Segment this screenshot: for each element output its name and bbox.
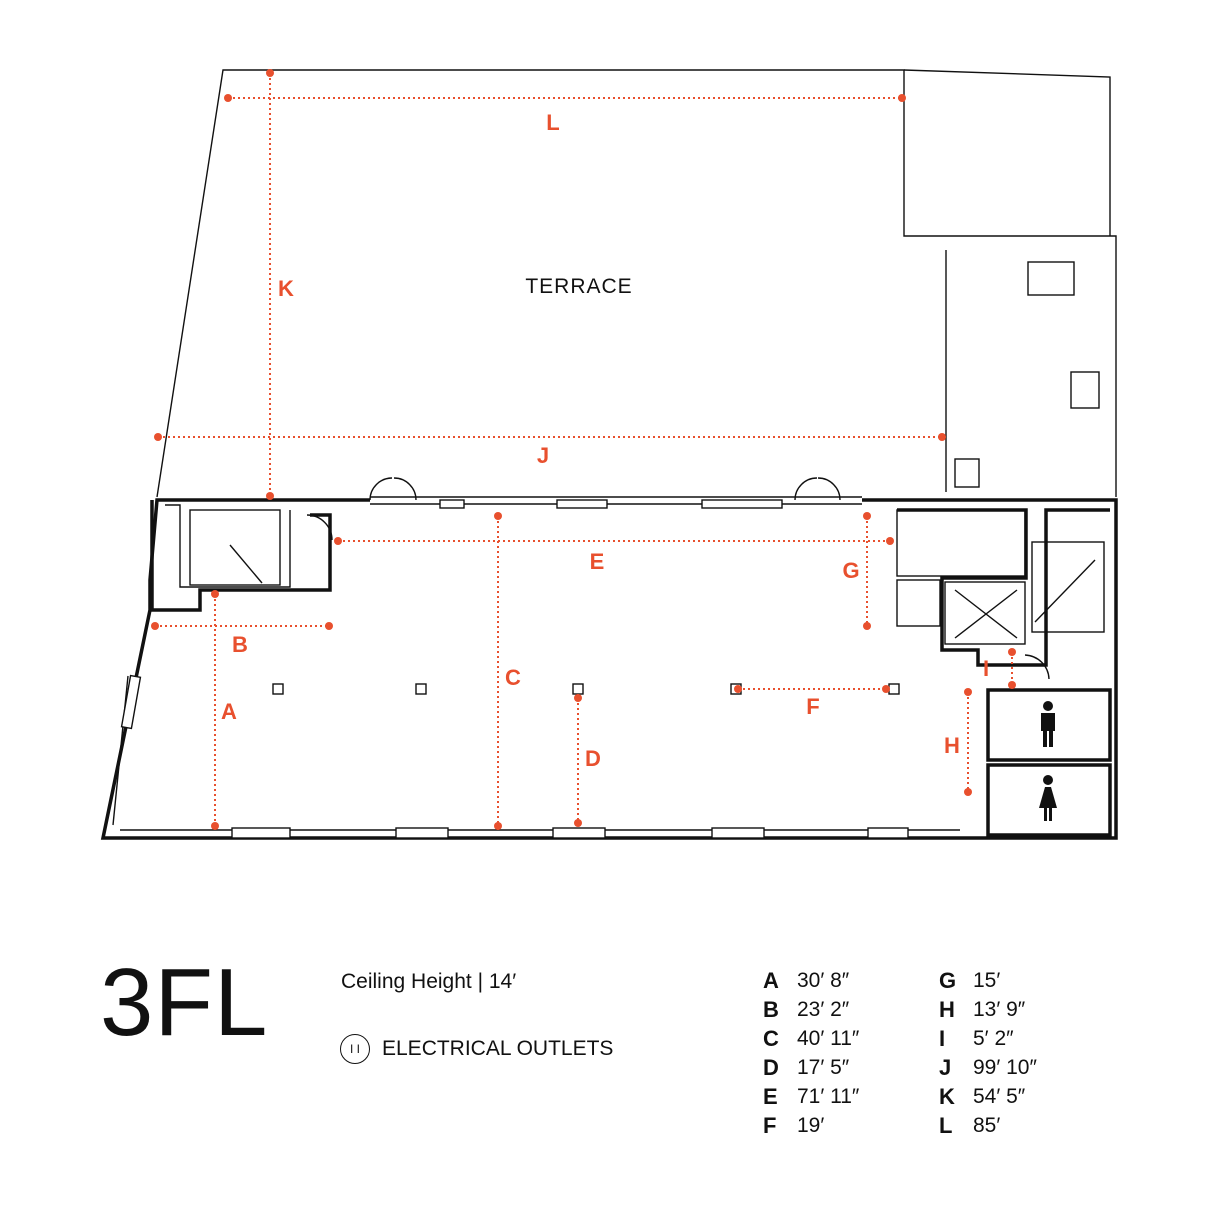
ceiling-height: Ceiling Height | 14′ (341, 970, 517, 993)
dim-label-B: B (232, 632, 248, 657)
door-swing (369, 477, 417, 501)
man-icon (1041, 701, 1055, 747)
door-swing (306, 514, 333, 541)
room-label-terrace: TERRACE (525, 275, 632, 298)
restroom-women (986, 763, 1112, 837)
stair-right (1031, 541, 1105, 633)
outlet-label: ELECTRICAL OUTLETS (382, 1037, 614, 1060)
elevator (944, 581, 1026, 645)
columns (272, 683, 900, 695)
pilasters (231, 499, 909, 839)
dim-label-A: A (221, 699, 237, 724)
dim-label-L: L (546, 110, 559, 135)
room-core (896, 509, 1026, 577)
roof-unit (1070, 371, 1100, 409)
dimension-labels: L K J E G B C A F D H I (221, 110, 989, 771)
floor-plan: TERRACE L K J E G B C A F D H I (100, 69, 1118, 840)
woman-icon (1039, 775, 1057, 821)
roof-unit (954, 458, 980, 488)
dim-label-I: I (983, 656, 989, 681)
floor-title: 3FL (100, 949, 269, 1056)
terrace-outline (156, 69, 1117, 498)
building-walls (100, 477, 1118, 840)
door-swing (1024, 654, 1050, 680)
window (120, 674, 142, 730)
dim-label-C: C (505, 665, 521, 690)
dim-label-E: E (590, 549, 605, 574)
room-core (896, 579, 941, 627)
roof-unit (1027, 261, 1075, 296)
electrical-outlets-legend: I I ELECTRICAL OUTLETS (340, 1034, 613, 1064)
outlet-icon: I I (340, 1034, 370, 1064)
dim-label-D: D (585, 746, 601, 771)
stair-left (189, 509, 281, 586)
dimension-lines (151, 69, 1016, 830)
dim-label-H: H (944, 733, 960, 758)
dim-label-F: F (806, 694, 819, 719)
dim-label-G: G (842, 558, 859, 583)
door-swing (794, 477, 841, 501)
dim-label-K: K (278, 276, 294, 301)
restroom-men (986, 688, 1112, 762)
dim-label-J: J (537, 443, 549, 468)
